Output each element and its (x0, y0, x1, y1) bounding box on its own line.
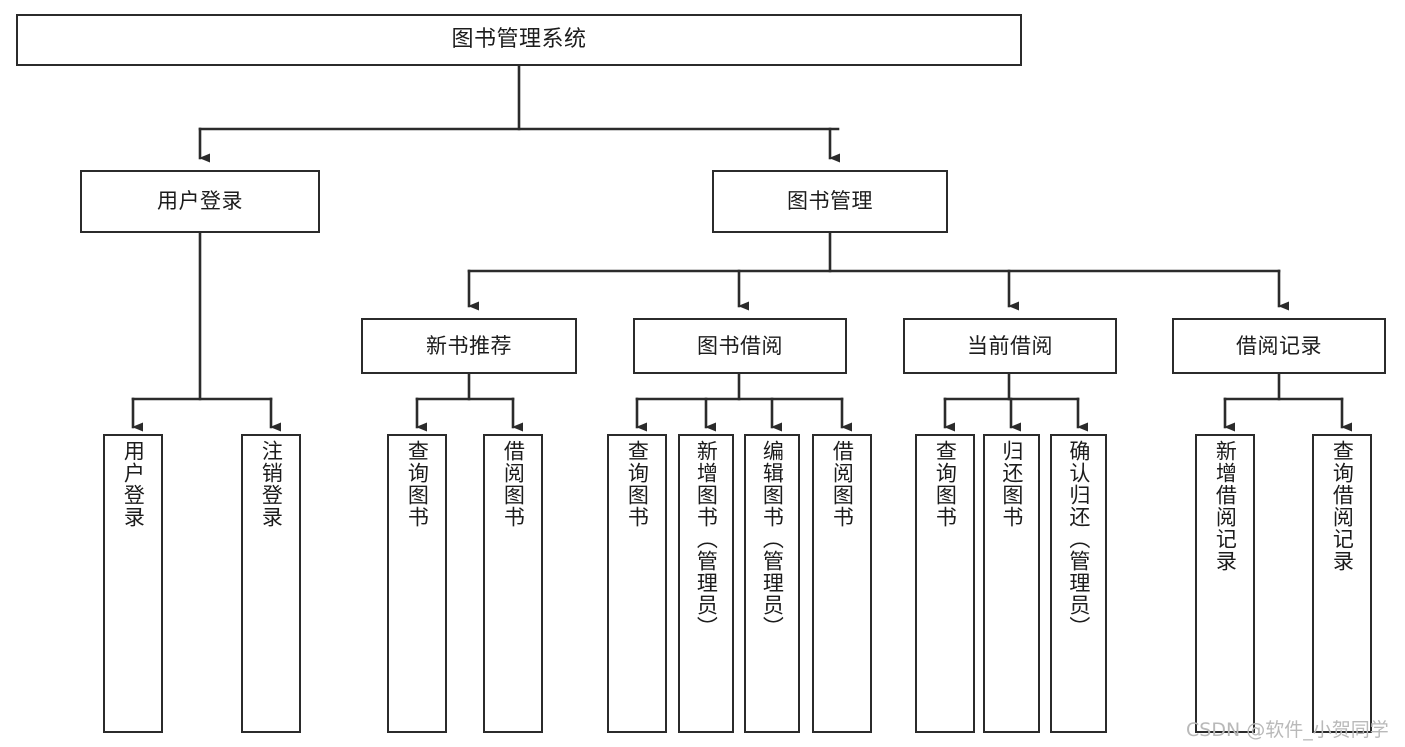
node-borrow-record[interactable]: 借阅记录 (1172, 318, 1386, 374)
node-label: 查询图书 (933, 440, 958, 528)
node-label: 图书管理系统 (451, 27, 587, 53)
node-label: 借阅记录 (1236, 333, 1322, 358)
leaf-new-book-borrow[interactable]: 借阅图书 (483, 434, 543, 733)
leaf-current-borrow-confirm-return[interactable]: 确认归还（管理员） (1050, 434, 1107, 733)
leaf-current-borrow-query[interactable]: 查询图书 (915, 434, 975, 733)
node-label: 新增图书（管理员） (694, 440, 719, 638)
leaf-book-borrow-lend[interactable]: 借阅图书 (812, 434, 872, 733)
node-book-borrow[interactable]: 图书借阅 (633, 318, 847, 374)
node-root-library-system[interactable]: 图书管理系统 (16, 14, 1022, 66)
leaf-current-borrow-return[interactable]: 归还图书 (983, 434, 1040, 733)
leaf-new-book-query[interactable]: 查询图书 (387, 434, 447, 733)
node-label: 图书借阅 (697, 333, 783, 358)
node-label: 确认归还（管理员） (1066, 440, 1091, 638)
leaf-user-login-signout[interactable]: 注销登录 (241, 434, 301, 733)
leaf-book-borrow-edit[interactable]: 编辑图书（管理员） (744, 434, 800, 733)
node-new-book-recommend[interactable]: 新书推荐 (361, 318, 577, 374)
node-label: 用户登录 (121, 440, 146, 528)
node-label: 查询图书 (625, 440, 650, 528)
node-label: 新书推荐 (426, 333, 512, 358)
leaf-book-borrow-query[interactable]: 查询图书 (607, 434, 667, 733)
node-label: 图书管理 (787, 189, 873, 214)
node-label: 查询借阅记录 (1330, 440, 1355, 572)
node-label: 当前借阅 (967, 333, 1053, 358)
leaf-borrow-record-query[interactable]: 查询借阅记录 (1312, 434, 1372, 733)
leaf-book-borrow-add[interactable]: 新增图书（管理员） (678, 434, 734, 733)
leaf-user-login-signin[interactable]: 用户登录 (103, 434, 163, 733)
leaf-borrow-record-add[interactable]: 新增借阅记录 (1195, 434, 1255, 733)
node-label: 编辑图书（管理员） (760, 440, 785, 638)
node-book-management[interactable]: 图书管理 (712, 170, 948, 233)
node-label: 查询图书 (405, 440, 430, 528)
node-current-borrow[interactable]: 当前借阅 (903, 318, 1117, 374)
node-label: 用户登录 (157, 189, 243, 214)
node-label: 注销登录 (259, 440, 284, 528)
node-user-login[interactable]: 用户登录 (80, 170, 320, 233)
node-label: 归还图书 (999, 440, 1024, 528)
node-label: 新增借阅记录 (1213, 440, 1238, 572)
csdn-watermark: CSDN @软件_小贺同学 (1186, 719, 1389, 741)
node-label: 借阅图书 (830, 440, 855, 528)
node-label: 借阅图书 (501, 440, 526, 528)
